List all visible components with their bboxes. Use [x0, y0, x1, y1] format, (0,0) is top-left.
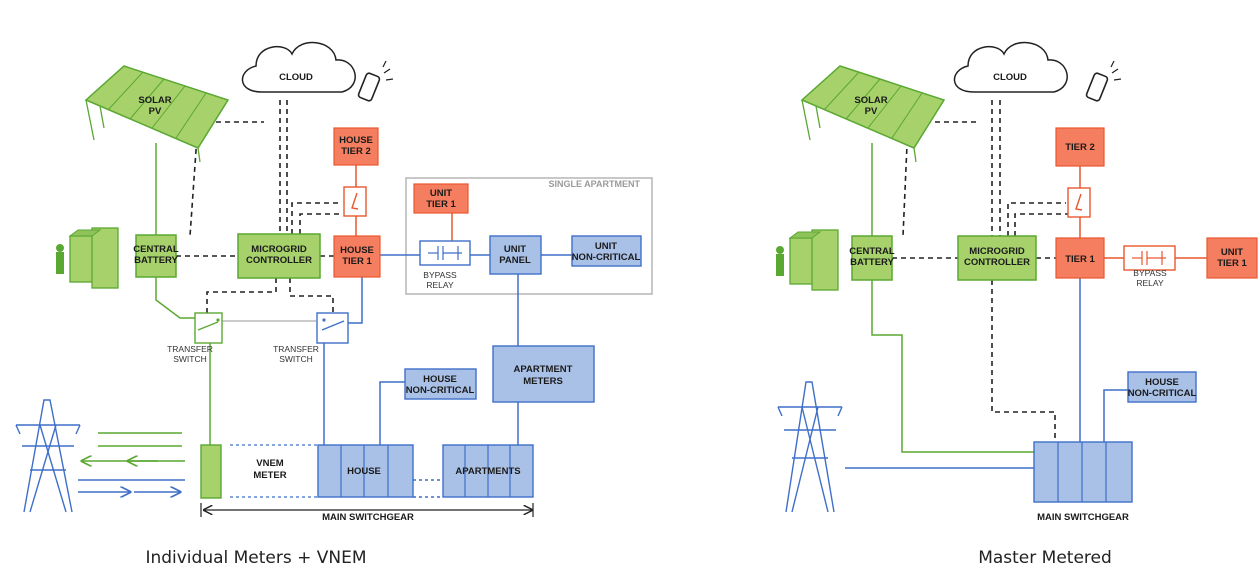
svg-text:MICROGRID: MICROGRID: [251, 244, 307, 255]
svg-text:UNIT: UNIT: [430, 188, 452, 199]
svg-text:PV: PV: [865, 106, 878, 117]
orange-lines: [355, 165, 453, 241]
svg-text:TRANSFER: TRANSFER: [167, 344, 213, 354]
svg-text:TIER 2: TIER 2: [341, 146, 371, 157]
cloud-icon: CLOUD: [953, 41, 1068, 93]
solar-panel-icon: SOLAR PV: [800, 65, 946, 163]
green-power-lines: [98, 143, 211, 447]
grid-arrows: [78, 461, 185, 492]
house-tier1-box: HOUSE TIER 1: [333, 235, 381, 278]
svg-text:HOUSE: HOUSE: [1145, 377, 1179, 388]
phone-icon: [1085, 60, 1122, 102]
svg-text:APARTMENTS: APARTMENTS: [455, 466, 520, 477]
svg-text:NON-CRITICAL: NON-CRITICAL: [406, 385, 475, 396]
cloud-icon: CLOUD: [241, 41, 356, 93]
central-battery-box: CENTRAL BATTERY: [133, 234, 179, 278]
battery-icon: [56, 227, 119, 289]
svg-text:HOUSE: HOUSE: [347, 466, 381, 477]
svg-text:SOLAR: SOLAR: [854, 95, 887, 106]
left-caption: Individual Meters + VNEM: [145, 548, 366, 567]
single-apartment-box: [405, 177, 653, 295]
svg-text:VNEM: VNEM: [256, 458, 284, 469]
svg-text:TRANSFER: TRANSFER: [273, 344, 319, 354]
tier2-box: TIER 2: [1055, 127, 1105, 167]
relay-icon: BYPASS RELAY: [1123, 245, 1176, 288]
unit-noncritical-box: UNIT NON-CRITICAL: [571, 235, 642, 267]
svg-text:UNIT: UNIT: [504, 244, 526, 255]
house-switchgear: HOUSE: [317, 444, 414, 498]
svg-text:TIER 1: TIER 1: [426, 199, 456, 210]
microgrid-controller-box: MICROGRID CONTROLLER: [957, 235, 1037, 281]
vnem-meter-box: VNEM METER: [200, 444, 287, 499]
phone-icon: [357, 60, 394, 102]
battery-icon: [776, 229, 839, 291]
svg-text:MAIN SWITCHGEAR: MAIN SWITCHGEAR: [1037, 512, 1129, 523]
svg-text:TIER 1: TIER 1: [1217, 258, 1247, 269]
breaker-icon: [1067, 187, 1091, 218]
svg-text:NON-CRITICAL: NON-CRITICAL: [1128, 388, 1197, 399]
single-apartment-label: SINGLE APARTMENT: [549, 179, 641, 189]
power-tower-icon: [777, 381, 843, 513]
svg-text:CENTRAL: CENTRAL: [849, 246, 895, 257]
blue-lines: [323, 254, 572, 498]
svg-text:CLOUD: CLOUD: [993, 72, 1027, 83]
relay-icon: BYPASS RELAY: [419, 240, 471, 290]
right-caption: Master Metered: [978, 548, 1112, 567]
blue-lines: [845, 278, 1128, 469]
tier1-box: TIER 1: [1055, 237, 1105, 279]
svg-text:MICROGRID: MICROGRID: [969, 246, 1025, 257]
svg-text:HOUSE: HOUSE: [339, 135, 373, 146]
svg-text:RELAY: RELAY: [1136, 278, 1164, 288]
microgrid-controller-box: MICROGRID CONTROLLER: [237, 233, 321, 279]
svg-text:CENTRAL: CENTRAL: [133, 244, 179, 255]
unit-panel-box: UNIT PANEL: [489, 235, 542, 275]
power-tower-icon: [15, 399, 81, 513]
house-noncritical-box: HOUSE NON-CRITICAL: [1127, 371, 1197, 403]
svg-text:UNIT: UNIT: [595, 241, 617, 252]
green-power-lines: [871, 143, 1034, 453]
svg-text:METERS: METERS: [523, 376, 563, 387]
svg-text:CLOUD: CLOUD: [279, 72, 313, 83]
svg-text:PV: PV: [149, 106, 162, 117]
svg-text:APARTMENT: APARTMENT: [514, 364, 573, 375]
svg-text:HOUSE: HOUSE: [340, 245, 374, 256]
transfer-switch-icon: TRANSFER SWITCH: [167, 312, 223, 364]
svg-text:TIER 1: TIER 1: [342, 256, 372, 267]
svg-text:RELAY: RELAY: [426, 280, 454, 290]
svg-text:MAIN SWITCHGEAR: MAIN SWITCHGEAR: [322, 512, 414, 523]
house-tier2-box: HOUSE TIER 2: [333, 127, 379, 166]
svg-text:HOUSE: HOUSE: [423, 374, 457, 385]
svg-text:BYPASS: BYPASS: [423, 270, 457, 280]
svg-text:BATTERY: BATTERY: [134, 255, 178, 266]
svg-text:SWITCH: SWITCH: [279, 354, 313, 364]
solar-panel-icon: SOLAR PV: [84, 65, 230, 163]
svg-text:UNIT: UNIT: [1221, 247, 1243, 258]
svg-text:BYPASS: BYPASS: [1133, 268, 1167, 278]
main-switchgear: MAIN SWITCHGEAR: [1033, 441, 1133, 523]
svg-text:SOLAR: SOLAR: [138, 95, 171, 106]
svg-text:CONTROLLER: CONTROLLER: [246, 255, 312, 266]
central-battery-box: CENTRAL BATTERY: [849, 235, 895, 281]
svg-text:BATTERY: BATTERY: [850, 257, 894, 268]
svg-text:METER: METER: [253, 470, 286, 481]
svg-text:NON-CRITICAL: NON-CRITICAL: [572, 252, 641, 263]
unit-tier1-box: UNIT TIER 1: [413, 183, 469, 214]
left-diagram: SINGLE APARTMENT: [15, 41, 653, 567]
right-diagram: CLOUD SOLAR PV: [776, 41, 1258, 567]
apartments-switchgear: APARTMENTS: [442, 444, 534, 498]
svg-text:TIER 2: TIER 2: [1065, 142, 1095, 153]
apartment-meters-box: APARTMENT METERS: [492, 345, 595, 403]
breaker-icon: [343, 186, 367, 217]
transfer-switch-icon: TRANSFER SWITCH: [273, 312, 349, 364]
unit-tier1-box: UNIT TIER 1: [1206, 237, 1258, 279]
house-noncritical-box: HOUSE NON-CRITICAL: [404, 368, 477, 400]
main-switchgear-span: MAIN SWITCHGEAR: [200, 503, 534, 523]
svg-text:CONTROLLER: CONTROLLER: [964, 257, 1030, 268]
orange-lines: [1079, 166, 1207, 259]
svg-text:TIER 1: TIER 1: [1065, 254, 1095, 265]
svg-text:PANEL: PANEL: [499, 255, 531, 266]
svg-text:SWITCH: SWITCH: [173, 354, 207, 364]
